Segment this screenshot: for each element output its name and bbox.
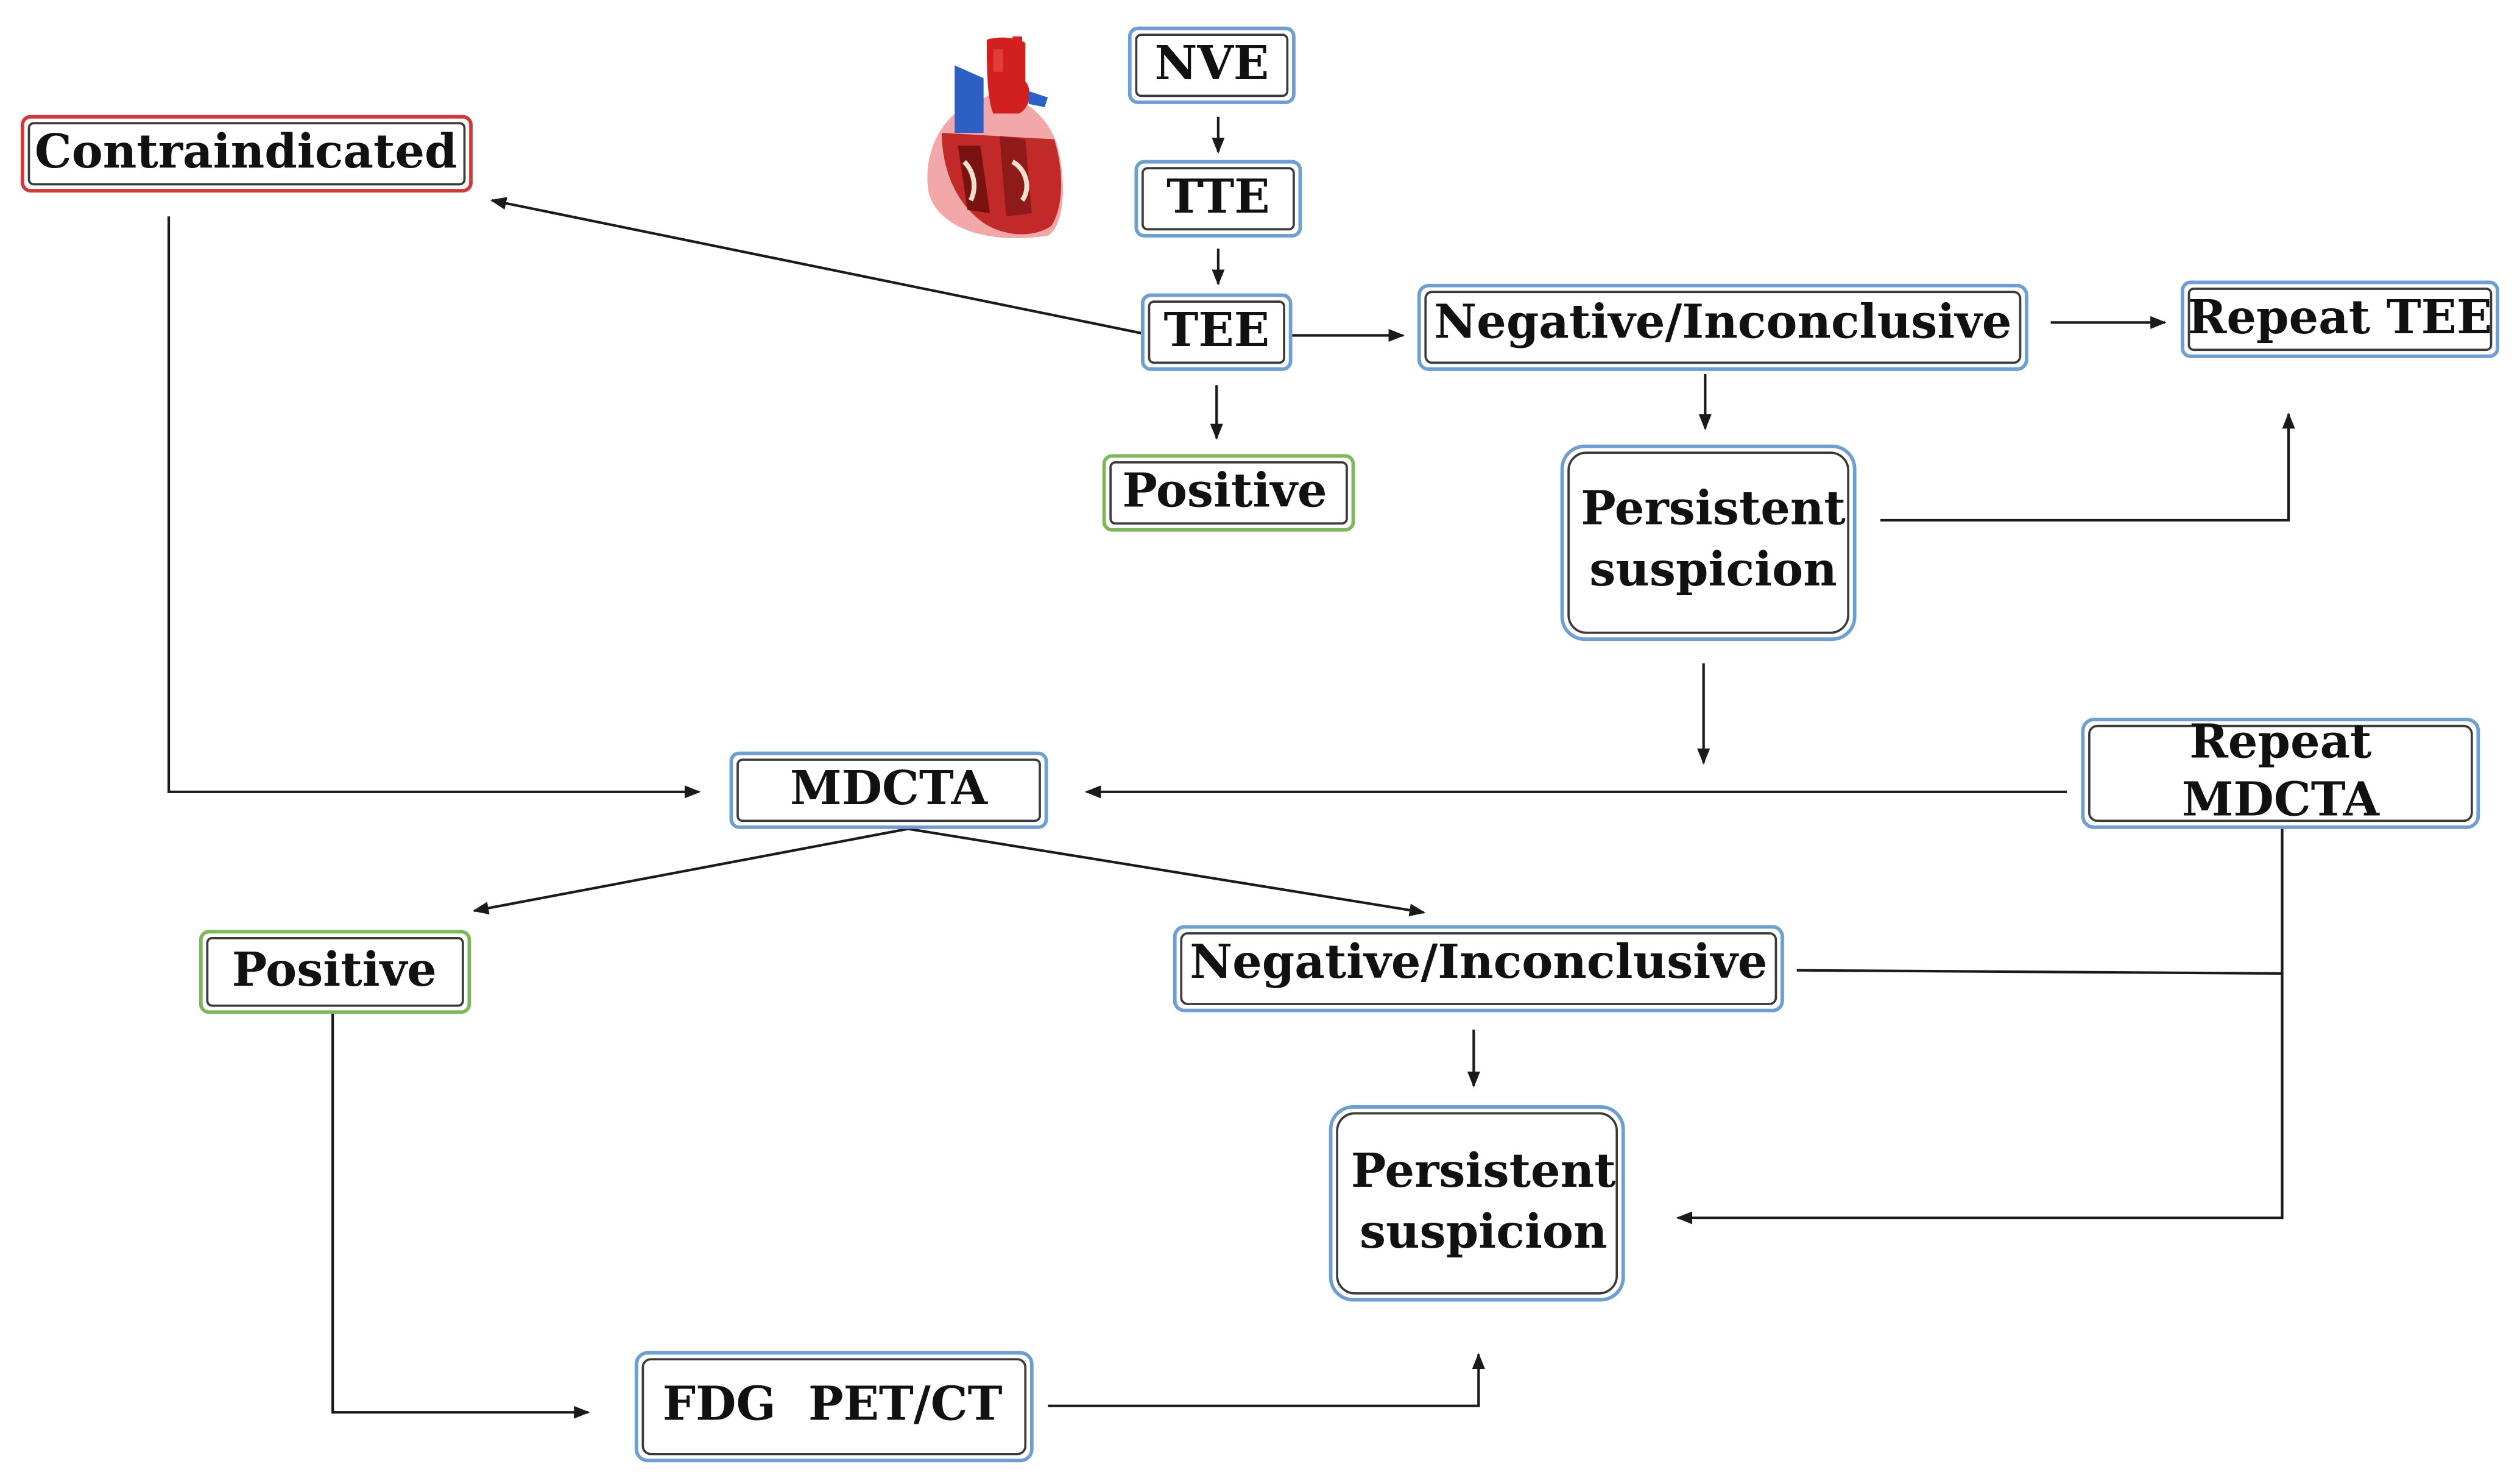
diagnostic-flowchart: NVE TTE TEE Contraindicated Positive Neg… xyxy=(21,26,2499,1463)
node-contraindicated: Contraindicated xyxy=(21,115,473,193)
node-nve: NVE xyxy=(1128,26,1296,104)
node-contraindicated-label: Contraindicated xyxy=(35,124,457,179)
flowchart-nodes: NVE TTE TEE Contraindicated Positive Neg… xyxy=(21,26,2499,1463)
node-repeat-tee-label: Repeat TEE xyxy=(2188,290,2493,345)
node-persistent-suspicion-bottom: Persistent suspicion xyxy=(1329,1105,1625,1302)
node-repeat-mdcta-line-1: Repeat xyxy=(2189,714,2371,769)
node-mdcta: MDCTA xyxy=(729,751,1048,829)
node-nve-label: NVE xyxy=(1155,36,1269,91)
node-tee-label: TEE xyxy=(1163,303,1269,358)
anatomical-heart-icon xyxy=(927,36,1063,239)
node-persistent-suspicion-bottom-line-2: suspicion xyxy=(1360,1204,1608,1259)
node-persistent-suspicion-bottom-line-1: Persistent xyxy=(1351,1143,1616,1198)
node-fdg-pet-ct: FDG PET/CT xyxy=(634,1351,1034,1463)
node-negative-inconclusive-tee-label: Negative/Inconclusive xyxy=(1434,295,2011,350)
arrow-fdg-to-persistent-bottom xyxy=(1048,1352,1485,1407)
arrow-contraindicated-to-mdcta xyxy=(167,216,701,799)
connectors xyxy=(167,116,2295,1419)
node-persistent-suspicion-top-line-2: suspicion xyxy=(1589,542,1837,597)
arrow-tee-to-contraindicated xyxy=(490,197,1145,336)
node-fdg-pet-ct-label: FDG PET/CT xyxy=(663,1376,1003,1431)
node-negative-inconclusive-mdcta: Negative/Inconclusive xyxy=(1173,925,1784,1013)
node-repeat-mdcta: Repeat MDCTA xyxy=(2081,714,2480,829)
node-repeat-mdcta-line-2: MDCTA xyxy=(2182,772,2381,827)
node-repeat-tee: Repeat TEE xyxy=(2181,280,2499,358)
node-positive-mdcta: Positive xyxy=(199,930,471,1014)
arrow-persistent-top-to-repeat-tee xyxy=(1880,412,2295,522)
node-tee: TEE xyxy=(1140,293,1293,371)
arrow-positive-to-fdg xyxy=(331,1014,590,1419)
node-positive-mdcta-label: Positive xyxy=(232,942,437,997)
line-negative-to-repeat-mdcta xyxy=(1796,969,2282,975)
arrow-mdcta-to-positive xyxy=(472,827,909,915)
arrow-mdcta-to-negative xyxy=(908,827,1426,917)
node-mdcta-label: MDCTA xyxy=(790,761,989,816)
node-negative-inconclusive-mdcta-label: Negative/Inconclusive xyxy=(1190,935,1767,989)
node-positive-tee: Positive xyxy=(1102,454,1355,532)
node-negative-inconclusive-tee: Negative/Inconclusive xyxy=(1417,283,2028,371)
node-tte: TTE xyxy=(1134,160,1302,238)
node-persistent-suspicion-top: Persistent suspicion xyxy=(1560,444,1857,642)
node-persistent-suspicion-top-line-1: Persistent xyxy=(1581,481,1846,536)
node-positive-tee-label: Positive xyxy=(1122,464,1327,518)
arrow-repeat-mdcta-to-persistent-bottom xyxy=(1676,827,2284,1225)
node-tte-label: TTE xyxy=(1166,169,1269,224)
